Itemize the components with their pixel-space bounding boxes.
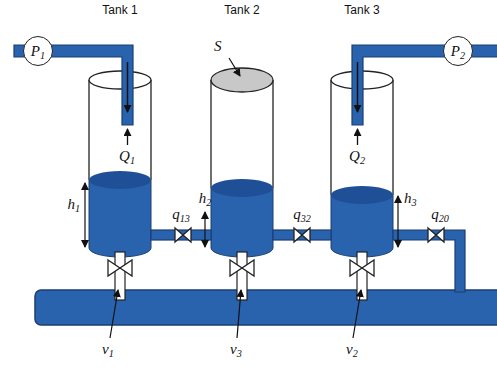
tank-title: Tank 3: [344, 4, 379, 18]
tank-title: Tank 2: [224, 4, 259, 18]
subscript: 32: [301, 213, 311, 224]
inlet-pipes: [14, 45, 497, 125]
flow-arrow: [127, 62, 129, 112]
subscript: 1: [40, 50, 45, 61]
tank-2: [211, 68, 273, 257]
flow-symbol: q32: [293, 206, 311, 223]
leader-line: [237, 290, 241, 338]
subscript: 1: [75, 203, 80, 214]
subscript: 2: [353, 348, 358, 359]
valve-symbol: v2: [346, 341, 358, 358]
inflow-symbol: Q1: [119, 148, 135, 165]
pipe-valves: [175, 228, 444, 242]
flow-arrow: [357, 62, 359, 112]
subscript: 1: [130, 155, 135, 166]
flow-symbol: q20: [431, 206, 449, 223]
pump-circle: P2: [443, 36, 473, 66]
level-arrow: [204, 212, 205, 247]
level-symbol: h3: [404, 190, 417, 207]
inflow-symbol: Q2: [349, 148, 365, 165]
leader-line: [110, 290, 118, 338]
subscript: 13: [180, 213, 190, 224]
valve-symbol: v3: [230, 341, 242, 358]
subscript: 3: [412, 197, 417, 208]
leader-line: [353, 290, 361, 338]
subscript: 2: [206, 197, 211, 208]
subscript: 2: [460, 50, 465, 61]
return-pipe: [35, 290, 497, 325]
valve-symbol: v1: [102, 341, 114, 358]
subscript: 2: [360, 155, 365, 166]
tank-title: Tank 1: [102, 4, 137, 18]
pump-label: P1: [31, 44, 45, 59]
level-arrow: [397, 196, 398, 247]
inflow-arrow: [357, 129, 358, 145]
pump-circle: P1: [23, 36, 53, 66]
leader-line: [229, 58, 240, 76]
level-arrow: [84, 183, 85, 247]
subscript: 1: [109, 348, 114, 359]
level-symbol: h2: [199, 190, 212, 207]
area-symbol: S: [214, 38, 222, 55]
inflow-arrow: [127, 129, 128, 145]
tank-1: [89, 71, 151, 257]
subscript: 20: [439, 213, 449, 224]
level-symbol: h1: [67, 196, 80, 213]
subscript: 3: [237, 348, 242, 359]
flow-symbol: q13: [172, 206, 190, 223]
pump-label: P2: [451, 44, 465, 59]
